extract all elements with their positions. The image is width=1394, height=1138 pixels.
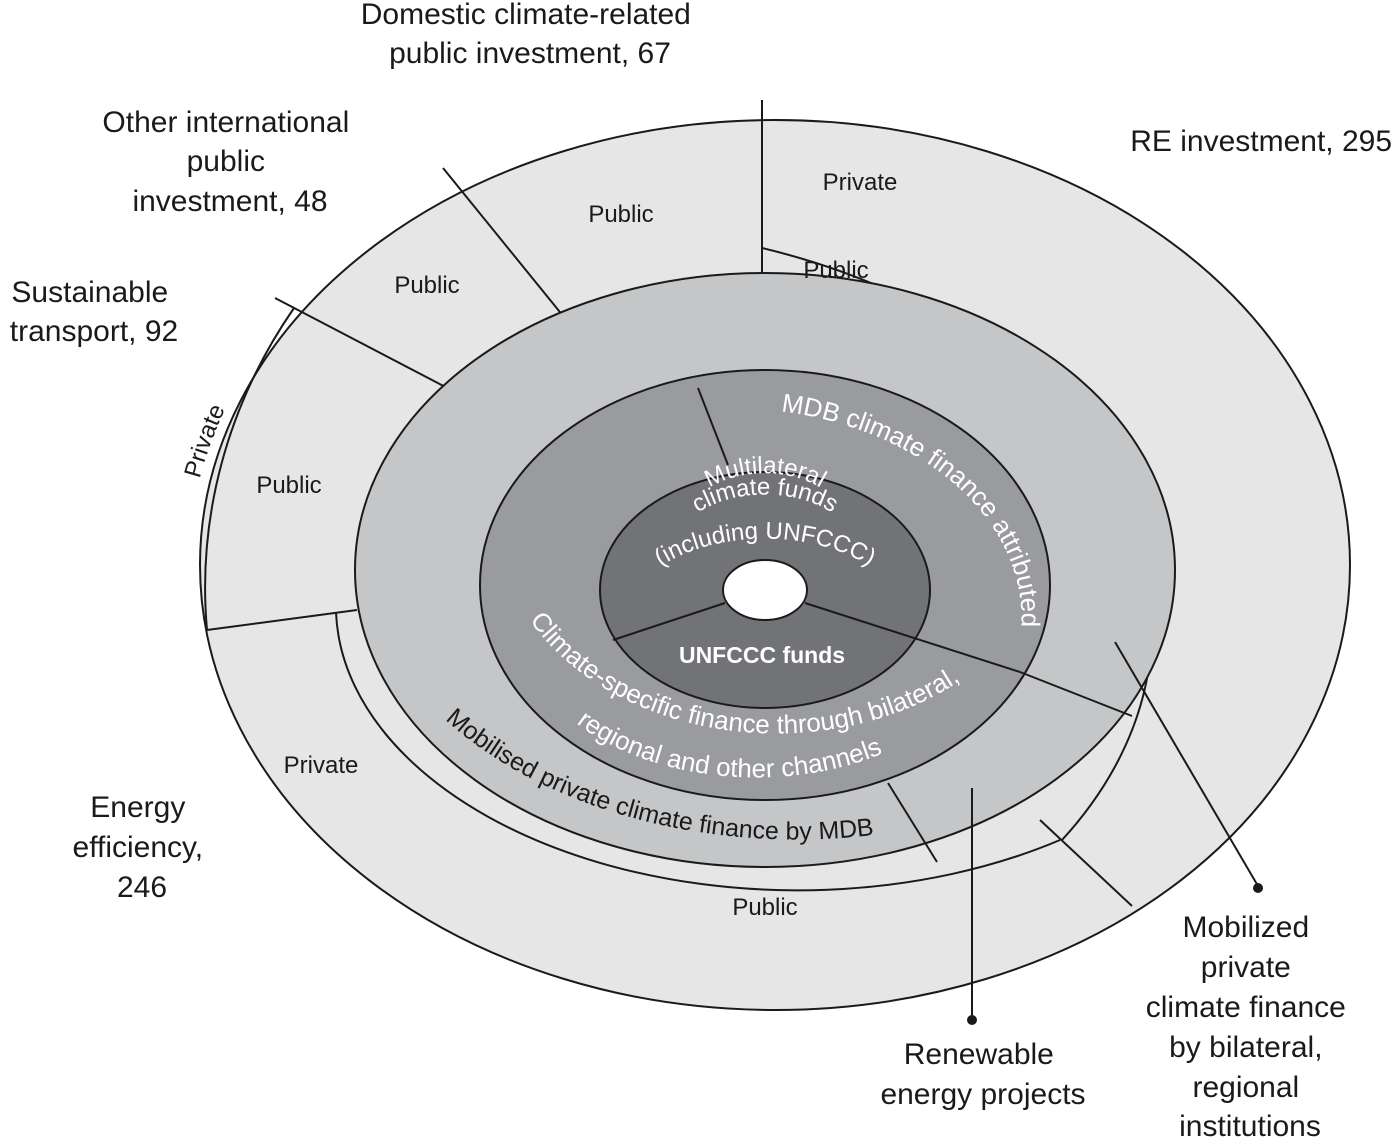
- label-domestic: Domestic climate-related public investme…: [361, 0, 699, 70]
- divider-unfccc-right: [804, 602, 1021, 673]
- divider-re-ee: [1039, 819, 1133, 907]
- callout-line-mobilized: [1114, 641, 1259, 887]
- callout-dot-mobilized: [1253, 883, 1263, 893]
- divider-intl-domestic: [442, 167, 569, 323]
- label-domestic-public: Public: [588, 201, 653, 228]
- label-ee-public: Public: [732, 894, 797, 921]
- label-unfccc-funds: UNFCCC funds: [679, 642, 845, 668]
- divider-ee-transport: [206, 609, 358, 631]
- label-sustainable-transport: Sustainable transport, 92: [10, 276, 178, 348]
- label-ee-private: Private: [284, 752, 359, 779]
- label-re-private: Private: [823, 169, 898, 196]
- divider-mdb-renewable: [1019, 671, 1133, 717]
- divider-mobilised-renewable: [887, 782, 938, 863]
- divider-ring2-top: [697, 387, 729, 466]
- label-energy-efficiency: Energy efficiency, 246: [73, 791, 212, 904]
- label-transport-public: Public: [256, 472, 321, 499]
- label-renewable-energy-projects: Renewable energy projects: [880, 1038, 1085, 1111]
- label-other-international: Other international public investment, 4…: [102, 106, 357, 218]
- label-re-public: Public: [803, 257, 868, 284]
- label-mobilized-private: Mobilized private climate finance by bil…: [1146, 911, 1354, 1138]
- center-hole: [722, 559, 808, 621]
- label-other-intl-public: Public: [394, 272, 459, 299]
- divider-transport-intl: [274, 297, 456, 393]
- ee-public-band: [335, 611, 1061, 892]
- callout-dot-renewable: [967, 1015, 977, 1025]
- label-re-investment: RE investment, 295: [1130, 125, 1392, 158]
- divider-unfccc-left: [612, 602, 726, 641]
- transport-private-band: [204, 307, 295, 631]
